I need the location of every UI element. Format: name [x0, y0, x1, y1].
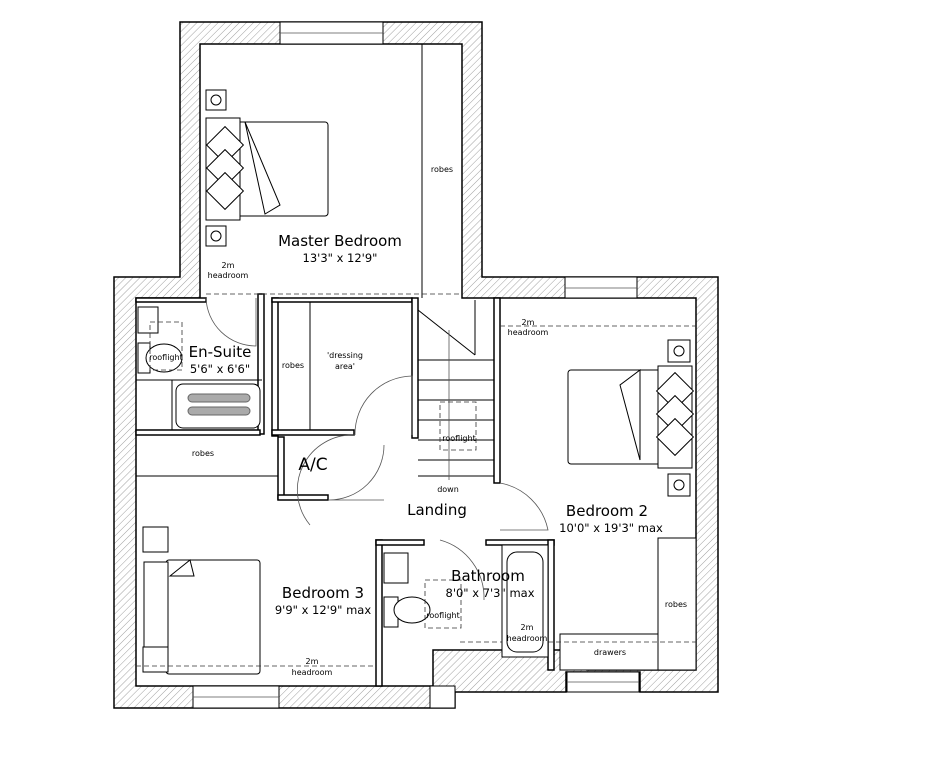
robes-label: robes: [431, 165, 453, 174]
drawers-label: drawers: [594, 648, 626, 657]
room-name-landing: Landing: [407, 501, 467, 519]
headroom-label: headroom: [208, 271, 249, 280]
staircase: [417, 300, 494, 480]
room-size-ensuite: 5'6" x 6'6": [190, 362, 250, 376]
robes-label: robes: [282, 361, 304, 370]
robes-label: robes: [665, 600, 687, 609]
bathroom-fittings: [383, 544, 549, 658]
room-size-bedroom3: 9'9" x 12'9" max: [275, 603, 372, 617]
bedroom2-furniture: [460, 325, 697, 671]
rooflight-label: rooflight: [149, 353, 182, 362]
room-size-bedroom2: 10'0" x 19'3" max: [559, 521, 663, 535]
headroom-label: headroom: [292, 668, 333, 677]
robes-label: robes: [192, 449, 214, 458]
room-name-bedroom2: Bedroom 2: [566, 502, 648, 520]
stairs-down-label: down: [437, 485, 459, 494]
headroom-value: 2m: [306, 657, 319, 666]
annotations: robes robes robes robes 'dressing area' …: [149, 165, 687, 677]
headroom-value: 2m: [521, 623, 534, 632]
room-labels: Master Bedroom 13'3" x 12'9" En-Suite 5'…: [189, 232, 663, 617]
headroom-value: 2m: [522, 318, 535, 327]
rooflight-label: rooflight: [426, 611, 459, 620]
room-name-bedroom3: Bedroom 3: [282, 584, 364, 602]
headroom-value: 2m: [222, 261, 235, 270]
bedroom3-furniture: [136, 293, 462, 675]
room-size-master: 13'3" x 12'9": [303, 251, 378, 265]
dressing-area-label: 'dressing: [327, 351, 363, 360]
headroom-label: headroom: [508, 328, 549, 337]
headroom-label: headroom: [507, 634, 548, 643]
windows: [192, 21, 640, 709]
dressing-area-label: area': [335, 362, 355, 371]
ensuite-fittings: [136, 302, 311, 430]
room-name-master: Master Bedroom: [278, 232, 402, 250]
internal-walls: [135, 293, 555, 687]
room-name-ensuite: En-Suite: [189, 343, 252, 361]
door-swings: [205, 297, 549, 601]
room-name-ac: A/C: [298, 455, 327, 475]
room-size-bathroom: 8'0" x 7'3" max: [446, 586, 535, 600]
master-bed: [205, 44, 423, 298]
room-name-bathroom: Bathroom: [451, 567, 525, 585]
rooflight-label: rooflight: [442, 434, 475, 443]
